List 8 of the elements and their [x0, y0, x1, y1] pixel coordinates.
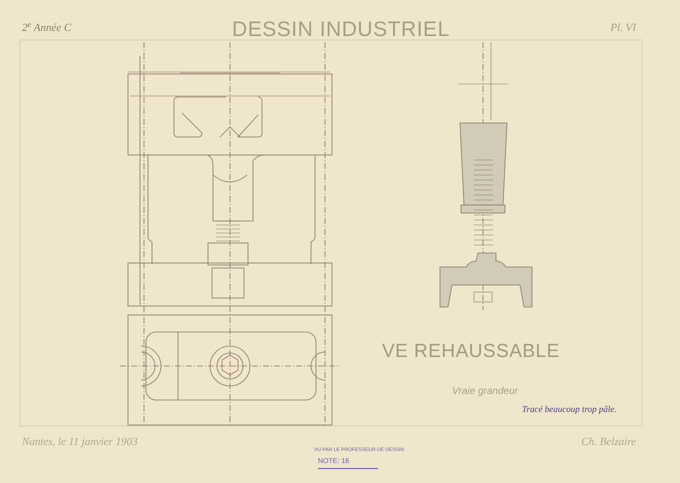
- signature: Ch. Belzaire: [581, 435, 636, 450]
- plate-number: Pl. VI: [610, 21, 636, 36]
- class-note: 2$^{e}$ Année C: [22, 20, 72, 36]
- date-note: Nantes, le 11 janvier 1903: [22, 435, 138, 450]
- scale-note: Vraie grandeur: [452, 385, 518, 399]
- handwritten-remark: Tracé beaucoup trop pâle.: [522, 403, 617, 416]
- drawing-title: DESSIN INDUSTRIEL: [232, 17, 450, 43]
- drawing-name: VE REHAUSSABLE: [382, 340, 560, 364]
